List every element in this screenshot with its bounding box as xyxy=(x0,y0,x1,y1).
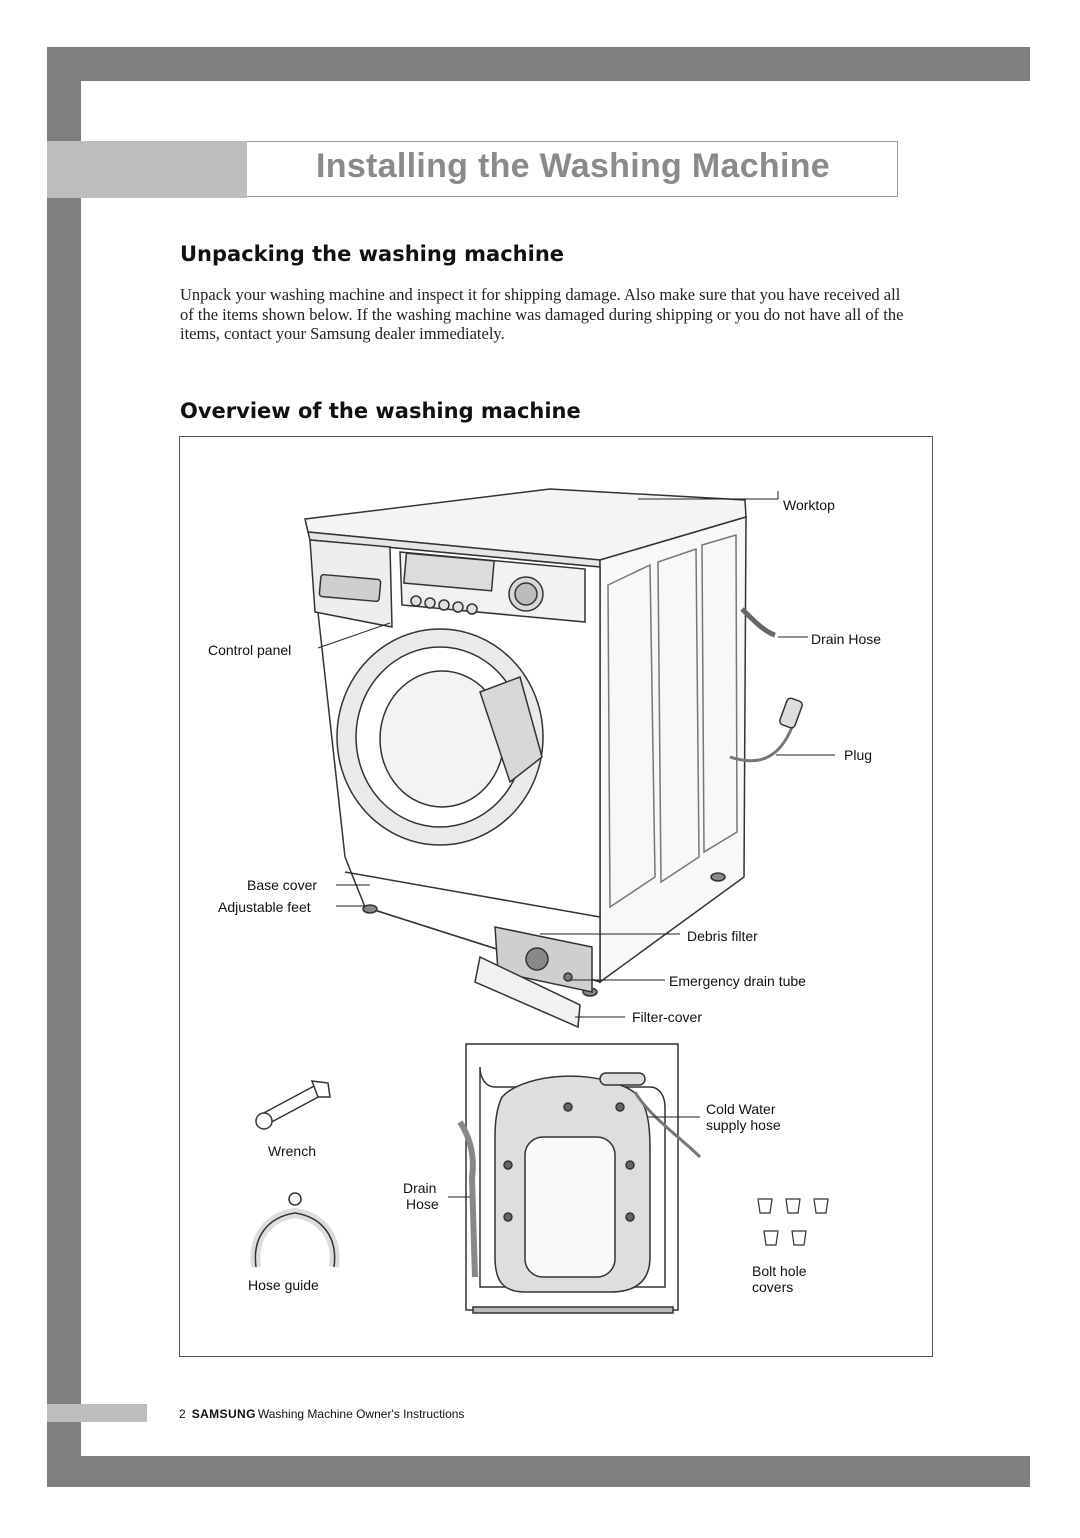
page-frame-bottom xyxy=(47,1456,1030,1487)
label-bolt-1: Bolt hole xyxy=(752,1263,807,1279)
label-adjustable-feet: Adjustable feet xyxy=(218,899,311,915)
footer-tab xyxy=(47,1404,147,1422)
label-worktop: Worktop xyxy=(783,497,835,513)
page-frame-top xyxy=(47,47,1030,81)
section-heading-overview: Overview of the washing machine xyxy=(180,399,581,423)
page-frame-left xyxy=(47,47,81,1487)
hose-guide-icon xyxy=(250,1192,340,1268)
footer-text: Washing Machine Owner's Instructions xyxy=(257,1407,465,1421)
label-filter-cover: Filter-cover xyxy=(632,1009,703,1025)
label-drain-2: Hose xyxy=(406,1196,439,1212)
label-cold-water-1: Cold Water xyxy=(706,1101,776,1117)
washing-machine-illustration xyxy=(250,488,835,1314)
label-drain-1: Drain xyxy=(403,1180,437,1196)
unpacking-paragraph: Unpack your washing machine and inspect … xyxy=(180,285,904,344)
label-wrench: Wrench xyxy=(268,1143,316,1159)
label-emergency-drain-tube: Emergency drain tube xyxy=(669,973,806,989)
label-bolt-2: covers xyxy=(752,1279,794,1295)
page-title: Installing the Washing Machine xyxy=(316,147,831,185)
page-number: 2 xyxy=(179,1407,186,1421)
label-plug: Plug xyxy=(844,747,873,763)
title-tab xyxy=(47,141,247,198)
label-drain-hose: Drain Hose xyxy=(811,631,882,647)
title-box xyxy=(247,141,898,197)
bolt-hole-covers-icon xyxy=(757,1198,829,1246)
label-base-cover: Base cover xyxy=(247,877,318,893)
section-heading-unpacking: Unpacking the washing machine xyxy=(180,242,565,266)
washing-machine-figure: Worktop Drain Hose Control panel Plug Ba… xyxy=(179,436,933,1357)
wrench-icon xyxy=(255,1080,331,1130)
brand-name: SAMSUNG xyxy=(191,1407,256,1421)
label-hose-guide: Hose guide xyxy=(248,1277,319,1293)
label-debris-filter: Debris filter xyxy=(687,928,758,944)
label-cold-water-2: supply hose xyxy=(706,1117,781,1133)
label-control-panel: Control panel xyxy=(208,642,292,658)
